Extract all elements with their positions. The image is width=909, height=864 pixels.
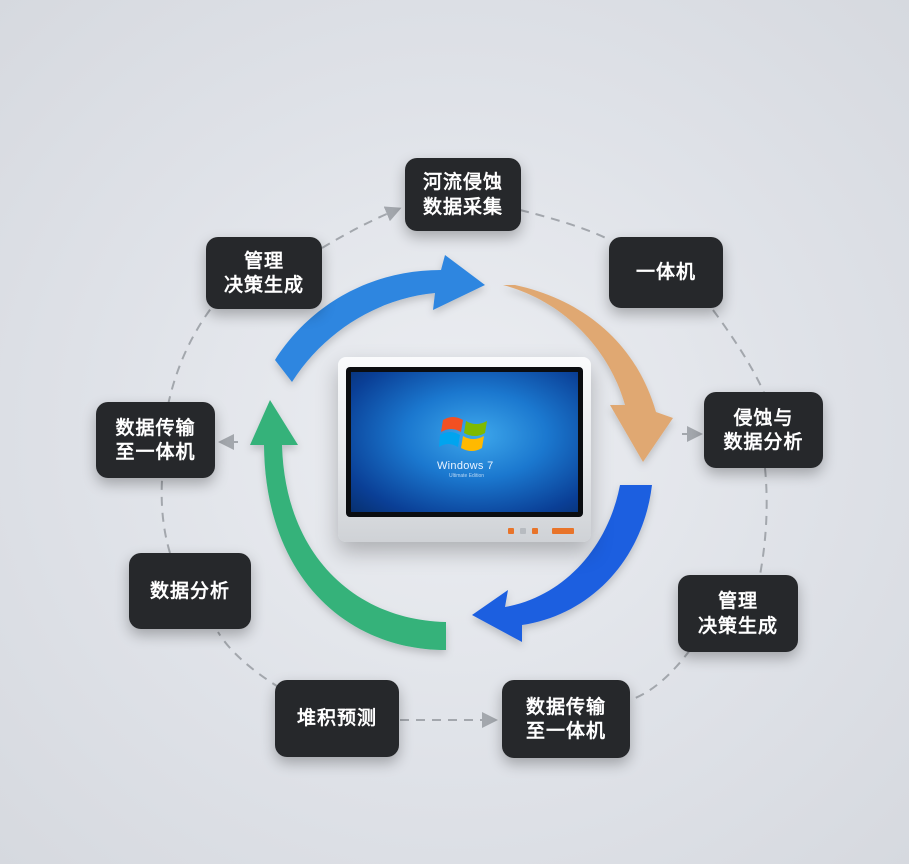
windows-desktop: Windows 7 Ultimate Edition	[351, 372, 578, 512]
windows-logo-icon	[439, 417, 487, 451]
os-name-text: Windows 7	[437, 460, 494, 472]
cycle-arrow-green	[250, 400, 446, 650]
ring-connector	[629, 649, 691, 701]
node-data-transfer-bottom: 数据传输 至一体机	[502, 680, 630, 758]
node-management-decision-top: 管理 决策生成	[206, 237, 322, 309]
all-in-one-monitor: Windows 7 Ultimate Edition	[338, 357, 591, 542]
ring-connector	[759, 467, 768, 576]
bezel-button-icon	[520, 528, 526, 534]
ring-connector	[519, 209, 611, 241]
cycle-arrow-deep-blue	[472, 485, 652, 642]
bezel-button-icon	[532, 528, 538, 534]
node-deposit-prediction: 堆积预测	[275, 680, 399, 757]
node-all-in-one-machine: 一体机	[609, 237, 723, 308]
power-bar-icon	[552, 528, 574, 534]
cycle-arrow-blue	[275, 255, 485, 382]
node-data-analysis-left: 数据分析	[129, 553, 251, 629]
node-data-transfer-left: 数据传输 至一体机	[96, 402, 215, 478]
ring-connector	[167, 306, 213, 406]
ring-connector	[217, 631, 281, 689]
ring-connector	[160, 479, 171, 554]
node-management-decision-right: 管理 决策生成	[678, 575, 798, 652]
node-river-erosion-data-collection: 河流侵蚀 数据采集	[405, 158, 521, 231]
os-edition-text: Ultimate Edition	[449, 473, 485, 479]
monitor-screen: Windows 7 Ultimate Edition	[346, 367, 583, 517]
cycle-arrow-orange	[503, 285, 673, 462]
ring-connector	[712, 309, 766, 396]
bezel-button-icon	[508, 528, 514, 534]
bezel-controls	[508, 526, 578, 536]
node-erosion-data-analysis: 侵蚀与 数据分析	[704, 392, 823, 468]
ring-connector	[321, 206, 402, 249]
